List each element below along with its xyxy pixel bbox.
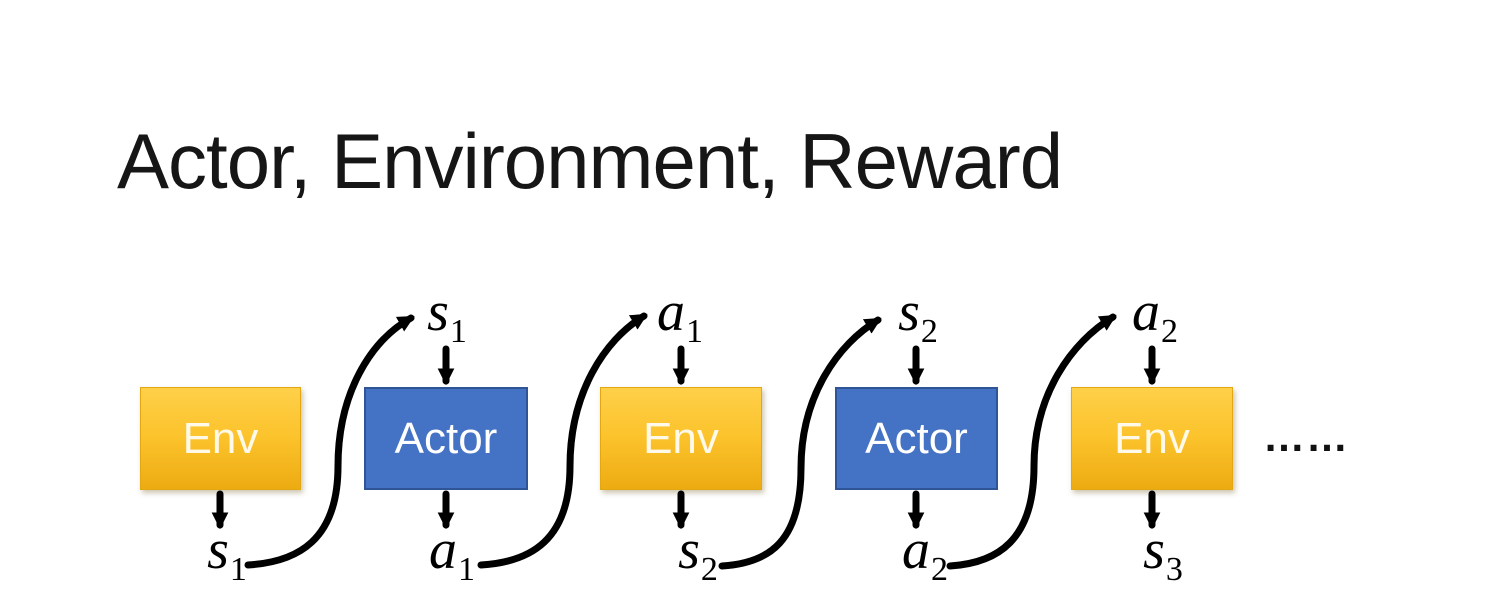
top-label-s2: s2 [898, 281, 938, 349]
bottom-label-a2: a2 [902, 519, 948, 587]
top-label-s1: s1 [427, 281, 467, 349]
env-3-box: Env [1071, 387, 1233, 490]
bottom-label-a1: a1 [429, 519, 475, 587]
bottom-label-s2: s2 [678, 519, 718, 587]
env-3-label: Env [1114, 413, 1190, 463]
bottom-label-a1-base: a [429, 519, 457, 581]
bottom-label-a1-sub: 1 [458, 551, 475, 588]
actor-2-label: Actor [865, 413, 968, 463]
top-label-s1-base: s [427, 281, 449, 343]
env-1-box: Env [140, 387, 301, 490]
bottom-label-s3: s3 [1143, 519, 1183, 587]
page-title: Actor, Environment, Reward [117, 117, 1063, 205]
top-label-a2: a2 [1132, 281, 1178, 349]
actor-1-label: Actor [394, 413, 498, 463]
top-label-a1: a1 [657, 281, 703, 349]
env-1-label: Env [182, 413, 259, 463]
bottom-label-s3-sub: 3 [1165, 551, 1183, 588]
top-label-s2-sub: 2 [920, 313, 938, 350]
bottom-label-s1-sub: 1 [229, 551, 247, 588]
bottom-label-s1-base: s [207, 519, 229, 581]
top-label-a1-sub: 1 [686, 313, 703, 350]
top-label-s1-sub: 1 [449, 313, 467, 350]
top-label-a2-base: a [1132, 281, 1160, 343]
top-label-s2-base: s [898, 281, 920, 343]
actor-1-box: Actor [364, 387, 528, 490]
bottom-label-s2-base: s [678, 519, 700, 581]
top-label-a2-sub: 2 [1161, 313, 1178, 350]
bottom-label-a2-base: a [902, 519, 930, 581]
env-2-label: Env [643, 413, 719, 463]
bottom-label-s1: s1 [207, 519, 247, 587]
bottom-label-a2-sub: 2 [931, 551, 948, 588]
top-label-a1-base: a [657, 281, 685, 343]
bottom-label-s3-base: s [1143, 519, 1165, 581]
continuation-dots: …… [1263, 413, 1349, 460]
bottom-label-s2-sub: 2 [700, 551, 718, 588]
env-2-box: Env [600, 387, 762, 490]
actor-2-box: Actor [835, 387, 998, 490]
